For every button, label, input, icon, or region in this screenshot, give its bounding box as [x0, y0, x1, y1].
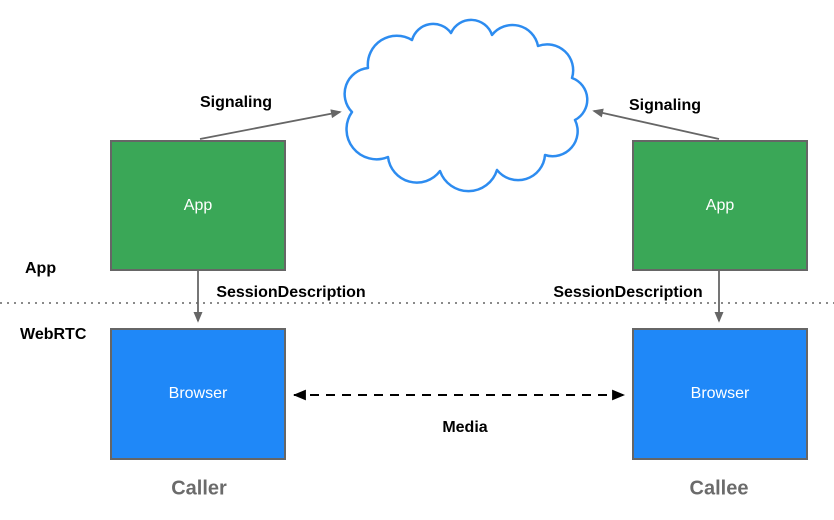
callee-app-node: App [632, 140, 808, 271]
caller-browser-node-label: Browser [168, 385, 228, 402]
caller-caption: Caller [171, 477, 227, 500]
callee-signaling-arrow [592, 108, 720, 140]
caller-signaling-arrow [199, 109, 342, 140]
caller-app-node: App [110, 140, 286, 271]
callee-signaling-label: Signaling [629, 97, 701, 114]
internet-cloud [343, 18, 589, 193]
webrtc-layer-label: WebRTC [20, 326, 87, 343]
callee-browser-node-label: Browser [690, 385, 750, 402]
callee-app-node-label: App [705, 196, 735, 214]
media-label: Media [442, 419, 488, 436]
caller-signaling-label: Signaling [200, 94, 272, 111]
callee-sessiondescription-label: SessionDescription [553, 284, 703, 301]
caller-browser-node: Browser [110, 328, 286, 460]
callee-caption: Callee [689, 477, 749, 500]
caller-sessiondescription-label: SessionDescription [216, 284, 366, 301]
app-layer-label: App [25, 260, 57, 277]
callee-browser-node: Browser [632, 328, 808, 460]
caller-app-node-label: App [183, 196, 213, 214]
